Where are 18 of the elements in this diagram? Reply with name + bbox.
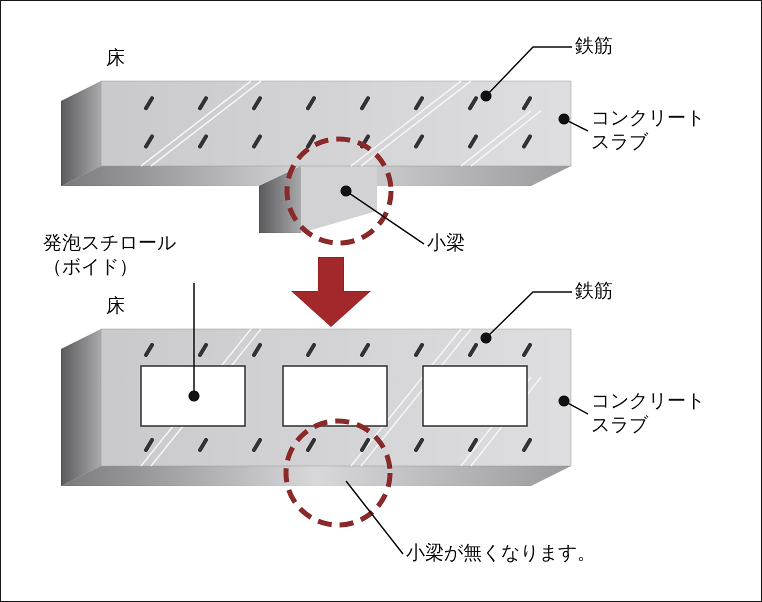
leader-line	[558, 114, 588, 132]
callout-label: コンクリートスラブ	[591, 389, 721, 437]
callout-label: 鉄筋	[575, 279, 635, 303]
callout-label: コンクリートスラブ	[591, 106, 721, 154]
leader-line	[480, 291, 572, 344]
leader-line	[558, 396, 588, 415]
callout-label: 小梁が無くなります。	[406, 541, 626, 565]
callout-label: 発泡スチロール（ボイド）	[43, 231, 213, 279]
concrete-slab-drawing	[61, 328, 572, 486]
concrete-slab-drawing	[61, 80, 572, 233]
leader-line	[340, 186, 424, 245]
callout-label: 鉄筋	[575, 34, 635, 58]
floor-label: 床	[106, 294, 125, 318]
floor-label: 床	[106, 46, 125, 70]
leader-line	[480, 46, 572, 102]
leader-line	[345, 480, 404, 554]
callout-label: 小梁	[427, 231, 487, 255]
leader-line	[188, 283, 200, 402]
